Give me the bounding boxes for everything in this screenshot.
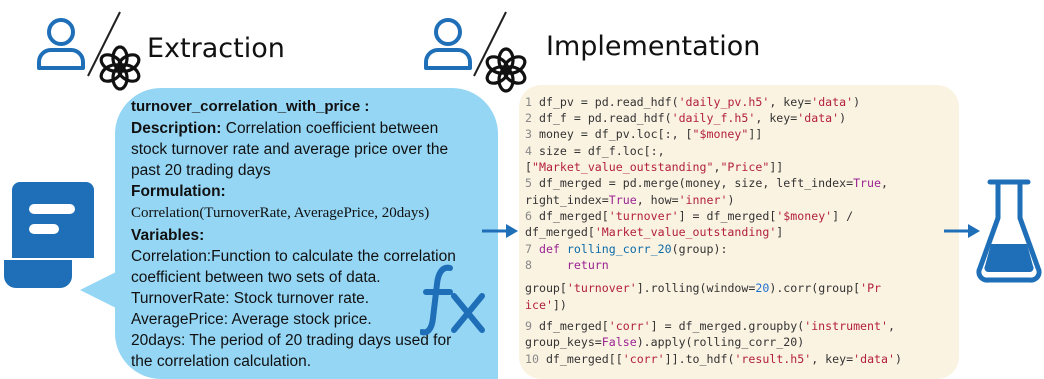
arrow-right-icon (482, 224, 518, 238)
code-line-wrap: group['turnover'].rolling(window=20).cor… (525, 281, 882, 295)
description-line: past 20 trading days (131, 162, 271, 179)
code-line: 9 df_merged['corr'] = df_merged.groupby(… (525, 319, 895, 333)
openai-logo-icon (99, 45, 141, 91)
code-line-wrap: df_merged['Market_value_outstanding'] (525, 225, 784, 239)
extraction-bubble (115, 88, 498, 379)
formulation-label: Formulation: (131, 183, 226, 200)
code-line: 3 money = df_pv.loc[:, ["$money"]] (525, 127, 763, 141)
variables-label: Variables: (131, 227, 205, 244)
code-line: 5 df_merged = pd.merge(money, size, left… (525, 176, 888, 190)
divider-slash (473, 11, 507, 77)
code-line: 6 df_merged['turnover'] = df_merged['$mo… (525, 209, 854, 223)
variable-line: the correlation calculation. (131, 353, 312, 370)
user-icon (37, 18, 85, 70)
function-fx-icon (420, 264, 485, 336)
divider-slash (87, 11, 121, 77)
arrow-right-icon (944, 224, 980, 238)
code-panel (519, 85, 959, 379)
variable-line: TurnoverRate: Stock turnover rate. (131, 290, 370, 307)
code-line: 2 df_f = pd.read_hdf('daily_f.h5', key='… (525, 111, 847, 125)
user-icon (424, 18, 472, 70)
variable-line: coefficient between two sets of data. (131, 269, 381, 286)
extraction-title: Extraction (147, 33, 285, 64)
variable-line: Correlation:Function to calculate the co… (131, 248, 456, 265)
code-line: 7 def rolling_corr_20(group): (525, 242, 728, 256)
code-line: 4 size = df_f.loc[:, (525, 144, 665, 158)
flask-icon (976, 179, 1042, 283)
bubble-tail (80, 250, 160, 330)
code-line-wrap: ice']) (525, 298, 567, 312)
implementation-title: Implementation (546, 31, 761, 62)
code-line: 1 df_pv = pd.read_hdf('daily_pv.h5', key… (525, 95, 861, 109)
variable-line: 20days: The period of 20 trading days us… (131, 332, 452, 349)
code-line-wrap: group_keys=False).apply(rolling_corr_20) (525, 335, 805, 349)
formula: Correlation(TurnoverRate, AveragePrice, … (131, 205, 430, 221)
document-icon (4, 182, 94, 288)
variable-line: AveragePrice: Average stock price. (131, 311, 372, 328)
code-line-wrap: right_index=True, how='inner') (525, 193, 735, 207)
factor-name: turnover_correlation_with_price : (131, 98, 370, 115)
code-line: 10 df_merged[['corr']].to_hdf('result.h5… (525, 352, 902, 366)
code-line-wrap: ["Market_value_outstanding","Price"]] (525, 160, 784, 174)
description-line: Description: Correlation coefficient bet… (131, 120, 439, 137)
description-line: stock turnover rate and average price ov… (131, 141, 449, 158)
code-line: 8 return (525, 258, 609, 272)
openai-logo-icon (485, 47, 527, 93)
